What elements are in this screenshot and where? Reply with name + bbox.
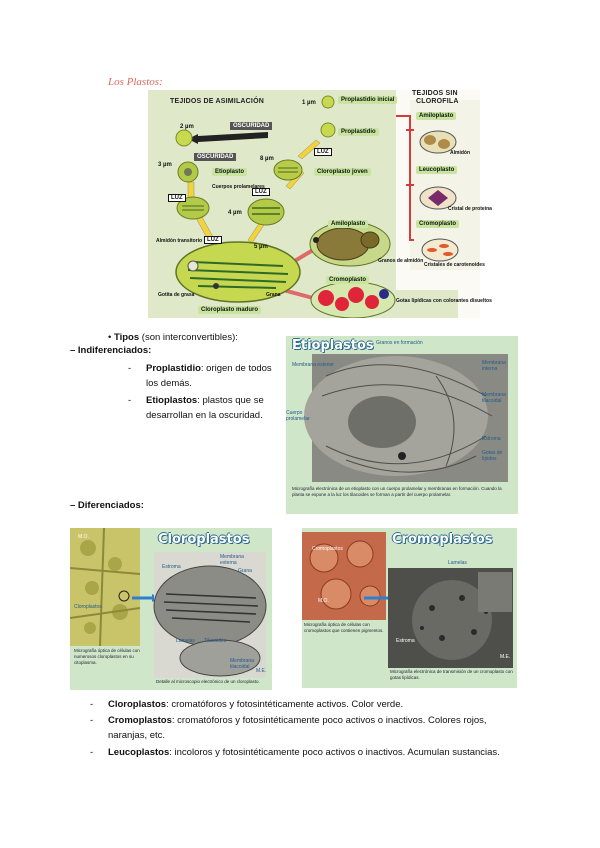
etioplast-micrograph: Etioplastos Granos en formación Membrana… [286,336,518,514]
tipos-line: • Tipos (son interconvertibles): [108,330,238,345]
diagram-drawing [148,90,480,318]
list-item: Cromoplastos: cromatóforos y fotosintéti… [108,713,540,743]
indiferenciados-heading: – Indiferenciados: [70,345,151,356]
plastid-diagram: TEJIDOS DE ASIMILACIÓN TEJIDOS SIN CLORO… [148,90,480,318]
list-item: Leucoplastos: incoloros y fotosintéticam… [108,745,540,760]
chloro-title: Cloroplastos [158,532,249,547]
chromo-title: Cromoplastos [392,532,493,547]
list-dash: - [90,697,93,712]
list-item: Etioplastos: plastos que se desarrollan … [146,393,276,423]
list-dash: - [128,393,131,408]
etio-title: Etioplastos [292,338,374,353]
list-item: Proplastidio: origen de todos los demás. [146,361,276,391]
list-dash: - [90,745,93,760]
chloroplast-micrograph: Cloroplastos M.O. Cloroplastos Membrana … [70,528,272,690]
diferenciados-heading: – Diferenciados: [70,500,144,511]
list-dash: - [128,361,131,376]
list-dash: - [90,713,93,728]
chromoplast-micrograph: Cromoplastos Cromoplastos Lamelas M.O. E… [302,528,517,688]
section-heading: Los Plastos: [108,76,163,88]
list-item: Cloroplastos: cromatóforos y fotosintéti… [108,697,538,712]
